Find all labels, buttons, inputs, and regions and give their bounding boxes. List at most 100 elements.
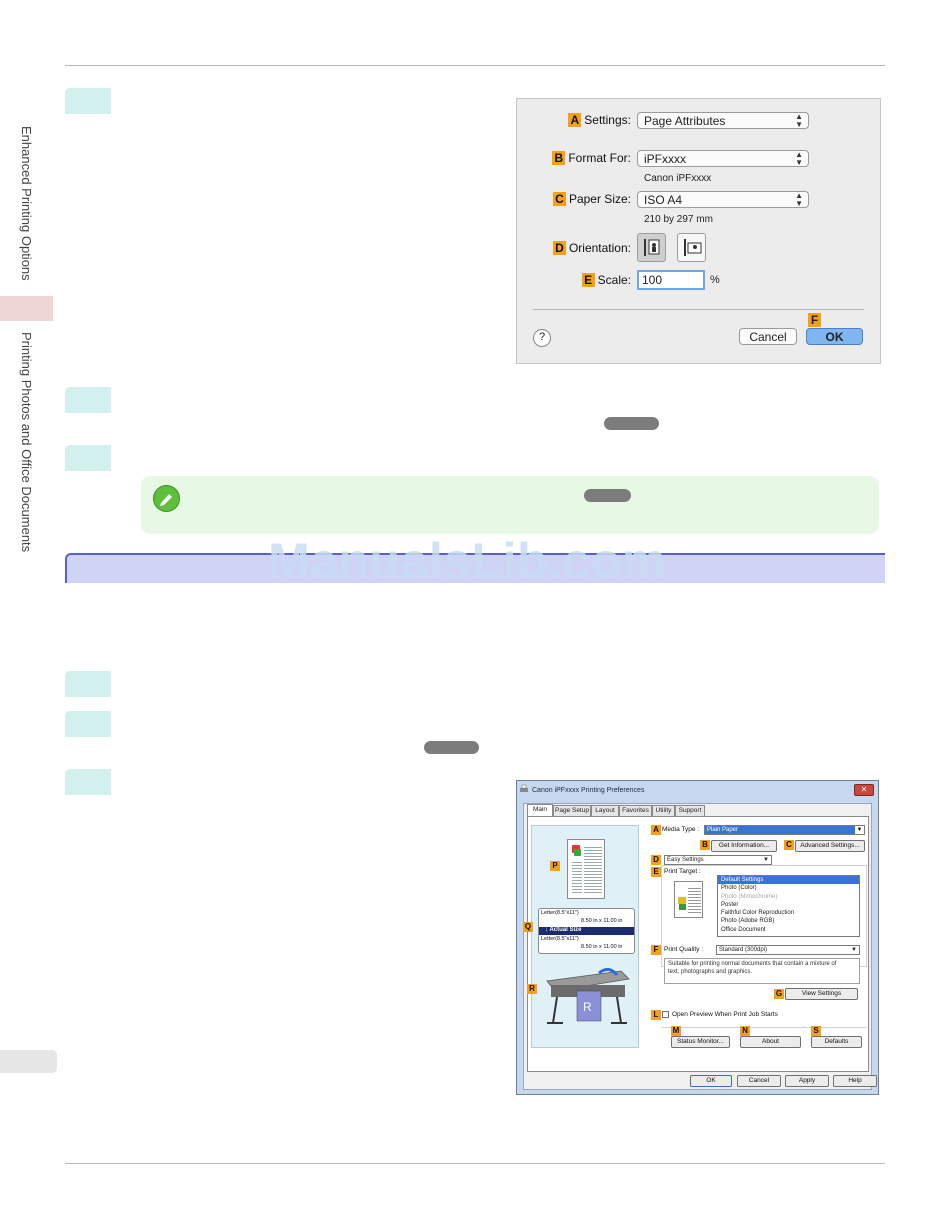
watermark: ManualsLib.com — [268, 533, 667, 589]
print-target-item: Photo (Monochrome) — [721, 893, 778, 900]
step-box — [65, 88, 111, 114]
print-target-label: Print Target : — [664, 868, 701, 875]
print-target-item[interactable]: Faithful Color Reproduction — [721, 910, 795, 917]
step-box — [65, 445, 111, 471]
note-pencil-icon — [153, 485, 180, 512]
defaults-button[interactable]: Defaults — [811, 1036, 862, 1048]
cancel-button[interactable]: Cancel — [739, 328, 797, 345]
paper-info-2-size: 8.50 in x 11.00 in — [581, 944, 623, 950]
badge-d: D — [651, 855, 661, 865]
portrait-icon — [644, 239, 660, 256]
note-box — [141, 476, 879, 534]
portrait-orientation-button[interactable] — [637, 233, 666, 262]
print-quality-label: Print Quality : — [664, 946, 704, 953]
printer-icon — [519, 784, 529, 794]
format-for-popup[interactable]: iPFxxxx▲▼ — [637, 150, 809, 167]
reference-link[interactable] — [424, 741, 479, 754]
side-page-tab — [0, 1050, 57, 1073]
bottom-rule — [65, 1163, 885, 1164]
advanced-settings-button[interactable]: Advanced Settings... — [795, 840, 865, 852]
paper-size-popup[interactable]: ISO A4▲▼ — [637, 191, 809, 208]
apply-button[interactable]: Apply — [785, 1075, 829, 1087]
print-quality-select[interactable]: Standard (300dpi)▼ — [716, 945, 860, 955]
ok-badge: F — [808, 313, 821, 327]
scale-unit: % — [710, 274, 720, 286]
scale-input[interactable]: 100 — [637, 270, 705, 290]
windows-printing-preferences-dialog: Canon iPFxxxx Printing Preferences ✕ Mai… — [516, 780, 879, 1095]
tab-favorites[interactable]: Favorites — [619, 805, 652, 816]
tab-utility[interactable]: Utility — [652, 805, 675, 816]
about-button[interactable]: About — [740, 1036, 801, 1048]
media-type-select[interactable]: Plain Paper▼ — [704, 825, 865, 835]
easy-settings-select[interactable]: Easy Settings▼ — [664, 855, 772, 865]
cancel-button[interactable]: Cancel — [737, 1075, 781, 1087]
reference-link[interactable] — [604, 417, 659, 430]
step-box — [65, 711, 111, 737]
badge-a: A — [651, 825, 661, 835]
badge-s: S — [811, 1026, 821, 1036]
print-target-item[interactable]: Default Settings — [718, 876, 859, 885]
media-type-label: Media Type : — [662, 826, 700, 833]
side-tab-marker — [0, 296, 53, 321]
top-rule — [65, 65, 885, 66]
badge-l: L — [651, 1010, 661, 1020]
button-row-separator — [661, 1027, 867, 1028]
preview-area: P Letter(8.5"x11") 8.50 in x 11.00 in ↓ … — [523, 825, 639, 1048]
paper-info-1: Letter(8.5"x11") — [541, 910, 579, 916]
settings-popup[interactable]: Page Attributes▲▼ — [637, 112, 809, 129]
help-button[interactable]: Help — [833, 1075, 877, 1087]
main-tab-panel: P Letter(8.5"x11") 8.50 in x 11.00 in ↓ … — [523, 816, 869, 1072]
open-preview-label: Open Preview When Print Job Starts — [672, 1011, 778, 1018]
badge-f: F — [651, 945, 661, 955]
step-box — [65, 671, 111, 697]
tab-support[interactable]: Support — [675, 805, 705, 816]
close-icon[interactable]: ✕ — [854, 784, 874, 796]
print-target-item[interactable]: Photo (Adobe RGB) — [721, 918, 775, 925]
badge-g: G — [774, 989, 784, 999]
step-box — [65, 387, 111, 413]
badge-n: N — [740, 1026, 750, 1036]
tab-main[interactable]: Main — [527, 804, 553, 817]
side-tab-printing-photos[interactable]: Printing Photos and Office Documents — [19, 332, 34, 553]
badge-q: Q — [523, 922, 533, 932]
badge-m: M — [671, 1026, 681, 1036]
badge-e: E — [651, 867, 661, 877]
open-preview-checkbox[interactable] — [662, 1011, 669, 1018]
dialog-separator — [533, 309, 864, 310]
print-target-item[interactable]: Office Document — [721, 926, 766, 933]
step-box — [65, 769, 111, 795]
ok-button[interactable]: OK — [690, 1075, 732, 1087]
landscape-orientation-button[interactable] — [677, 233, 706, 262]
landscape-icon — [684, 239, 702, 256]
ok-button[interactable]: OK — [806, 328, 863, 345]
help-icon[interactable]: ? — [533, 329, 551, 347]
print-target-thumbnail — [674, 881, 703, 918]
badge-c: C — [784, 840, 794, 850]
print-target-item[interactable]: Poster — [721, 901, 739, 908]
badge-b: B — [700, 840, 710, 850]
view-settings-button[interactable]: View Settings — [785, 988, 858, 1000]
format-for-subtext: Canon iPFxxxx — [644, 173, 712, 184]
paper-info-2: Letter(8.5"x11") — [541, 936, 579, 942]
get-information-button[interactable]: Get Information... — [711, 840, 777, 852]
actual-size-bar: ↓ Actual Size — [539, 927, 634, 935]
badge-r: R — [527, 984, 537, 994]
paper-info-1-size: 8.50 in x 11.00 in — [581, 918, 623, 924]
reference-link[interactable] — [584, 489, 631, 502]
paper-info-box: Letter(8.5"x11") 8.50 in x 11.00 in ↓ Ac… — [538, 908, 635, 954]
window-title: Canon iPFxxxx Printing Preferences — [532, 787, 645, 794]
print-target-item[interactable]: Photo (Color) — [721, 885, 757, 892]
tab-layout[interactable]: Layout — [591, 805, 619, 816]
print-target-list[interactable]: Default Settings Photo (Color) Photo (Mo… — [717, 875, 860, 937]
tab-page-setup[interactable]: Page Setup — [553, 805, 591, 816]
side-tab-enhanced-printing[interactable]: Enhanced Printing Options — [19, 126, 34, 281]
status-monitor-button[interactable]: Status Monitor... — [671, 1036, 730, 1048]
print-quality-description: Suitable for printing normal documents t… — [664, 958, 860, 984]
printer-illustration: R — [541, 959, 633, 1027]
actual-size-label: ↓ Actual Size — [545, 927, 582, 933]
dialog-body: Main Page Setup Layout Favorites Utility… — [523, 803, 877, 1090]
